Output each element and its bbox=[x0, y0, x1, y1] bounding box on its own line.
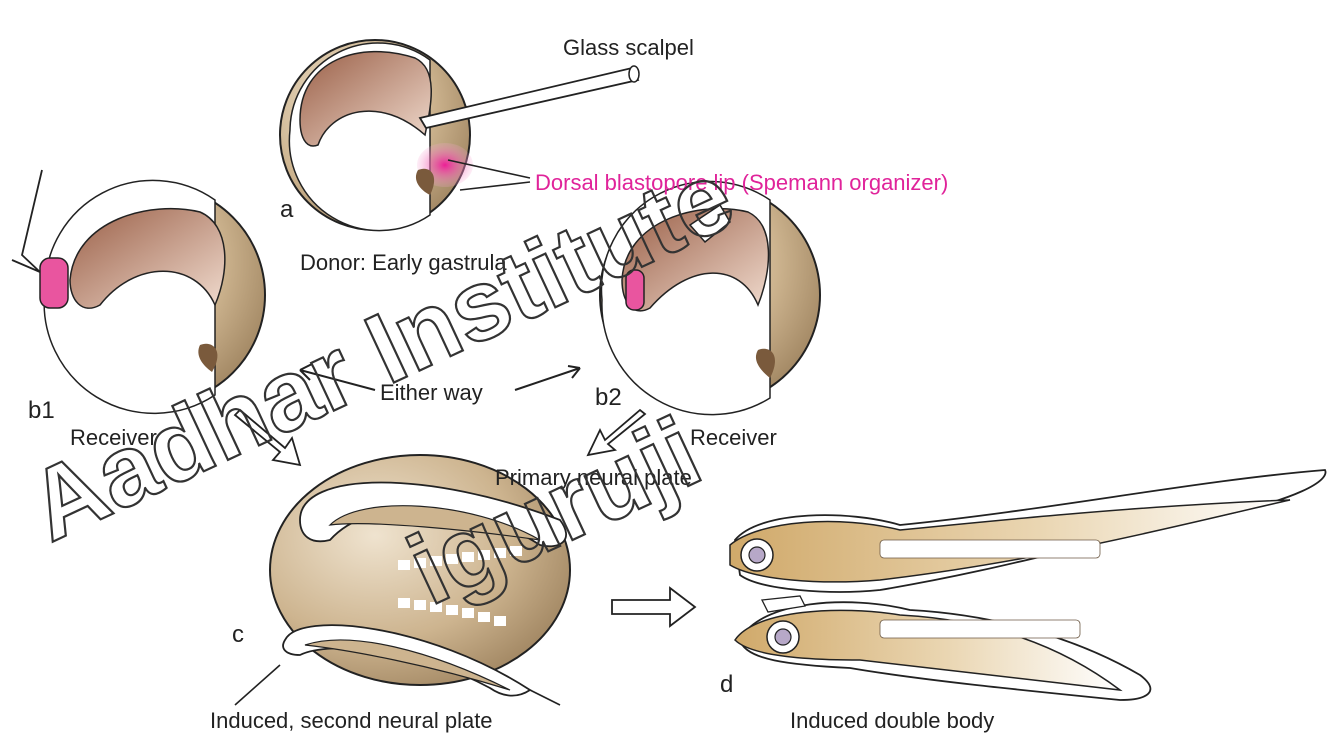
panel-letter-b2: b2 bbox=[595, 384, 622, 411]
label-receiver-right: Receiver bbox=[690, 425, 777, 450]
panel-letter-d: d bbox=[720, 671, 733, 698]
second-plate-pointer-left bbox=[235, 665, 280, 705]
label-glass-scalpel: Glass scalpel bbox=[563, 35, 694, 60]
double-tadpole bbox=[730, 470, 1326, 700]
panel-letter-c: c bbox=[232, 621, 244, 648]
label-double-body: Induced double body bbox=[790, 708, 994, 733]
graft-tissue bbox=[40, 258, 68, 308]
arrow-to-b2 bbox=[515, 366, 580, 390]
label-second-plate: Induced, second neural plate bbox=[210, 708, 493, 733]
panel-letter-b1: b1 bbox=[28, 397, 55, 424]
second-plate-pointer-right bbox=[530, 690, 560, 705]
graft-arrow bbox=[12, 170, 42, 272]
panel-letter-a: a bbox=[280, 196, 294, 223]
arrow-c-to-d bbox=[612, 588, 695, 626]
donor-embryo bbox=[280, 40, 473, 231]
